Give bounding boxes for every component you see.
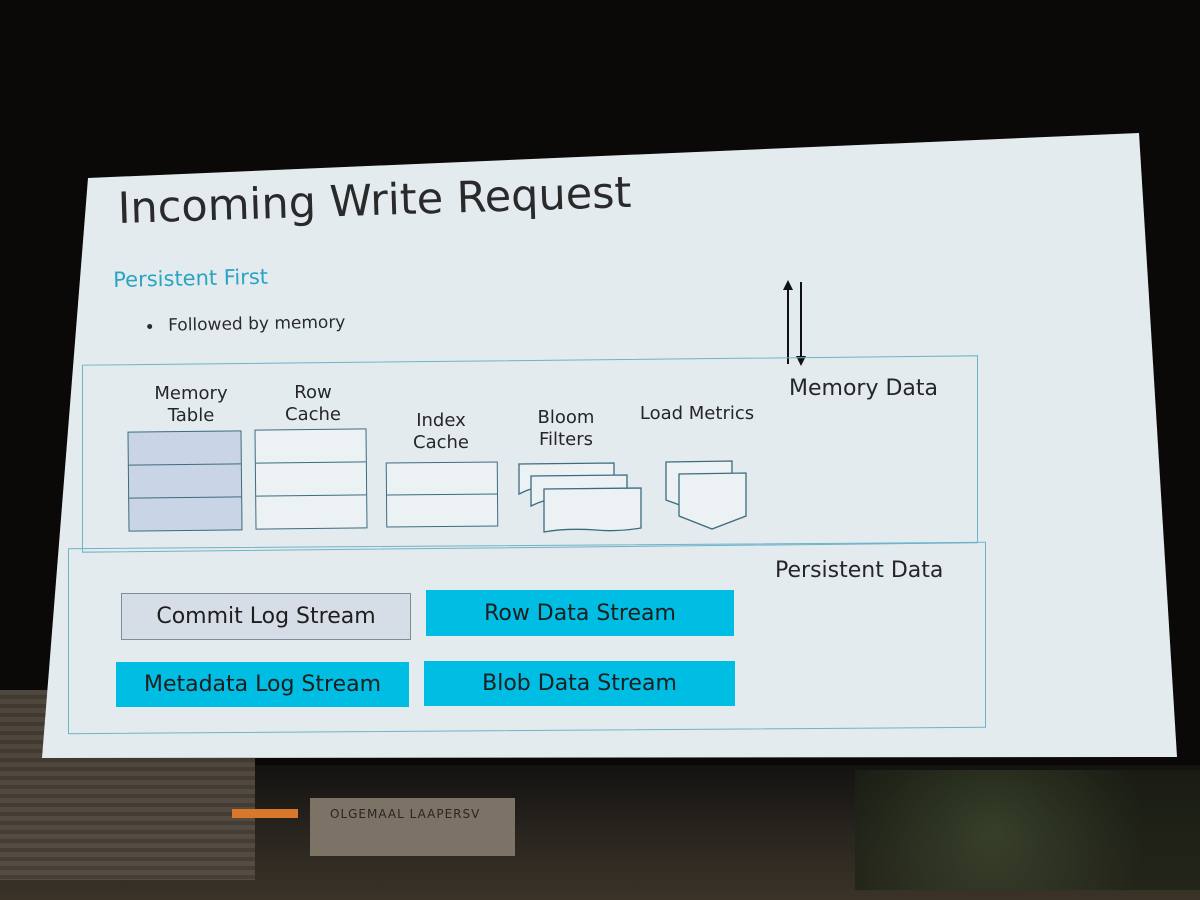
memory-table-row [128,464,242,499]
index-cache-row [386,462,498,496]
row-cache-stack [254,428,368,530]
row-cache-row [255,429,366,464]
up-arrow-icon [783,280,793,364]
load-metrics-label: Load Metrics [639,403,755,424]
blob-data-stream-label: Blob Data Stream [482,671,677,696]
memory-table-row [129,497,241,531]
read-write-arrows [783,280,806,366]
blob-data-stream-box: Blob Data Stream [424,661,735,706]
memory-table-label: Memory Table [154,383,228,426]
slide-subtitle: Persistent First [113,264,269,292]
down-arrow-icon [796,282,806,366]
index-cache-label: Index Cache [413,410,469,453]
index-cache-stack [385,461,499,528]
bloom-filter-docs-icon [518,462,642,533]
metadata-log-stream-box: Metadata Log Stream [116,662,409,707]
row-cache-row [256,495,366,529]
commit-log-stream-box: Commit Log Stream [121,593,411,640]
row-data-stream-label: Row Data Stream [484,600,676,626]
background-trees [855,770,1200,890]
memory-data-label: Memory Data [789,376,938,401]
background-orange-strip [232,809,298,818]
row-cache-label: Row Cache [285,382,341,425]
persistent-data-label: Persistent Data [775,558,944,583]
metadata-log-stream-label: Metadata Log Stream [143,672,382,697]
row-cache-row [255,462,367,497]
load-metrics-docs-icon [665,460,747,530]
index-cache-row [387,495,497,528]
bullet-text: Followed by memory [167,312,346,336]
memory-table-row [128,431,241,466]
background-wall [310,798,515,856]
background-wall-text: OLGEMAAL LAAPERSV [330,807,481,821]
row-data-stream-box: Row Data Stream [426,590,734,636]
memory-table-stack [127,430,243,532]
slide-title: Incoming Write Request [117,167,633,234]
bullet-dot-icon [147,323,153,329]
slide-bullet: Followed by memory [147,313,346,336]
commit-log-stream-label: Commit Log Stream [156,604,376,629]
bloom-filters-label: Bloom Filters [537,407,595,450]
